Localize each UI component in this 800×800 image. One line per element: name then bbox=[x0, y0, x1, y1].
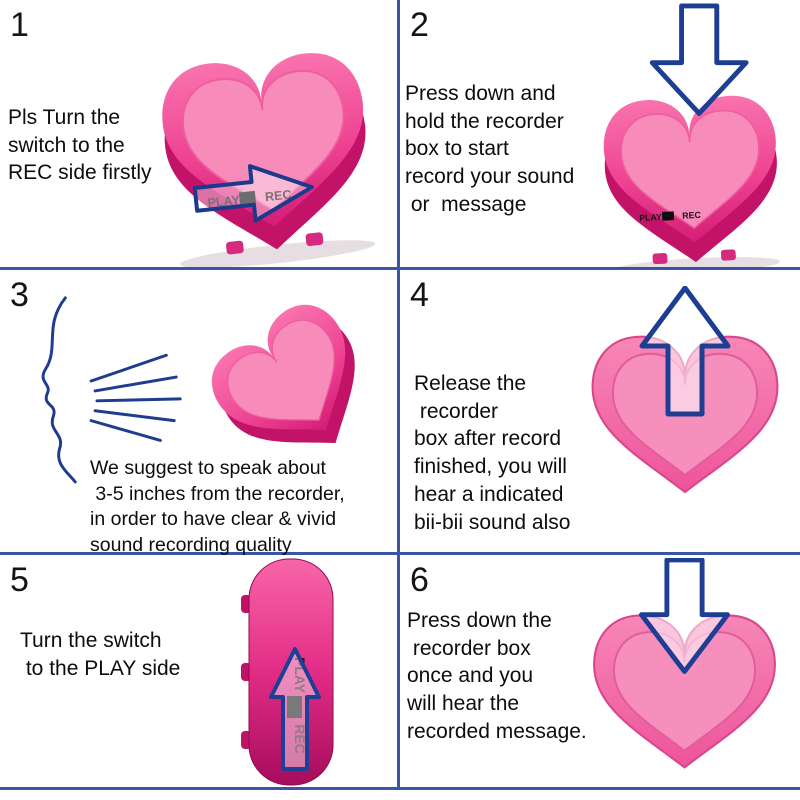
step-panel-3: 3 We suggest to speak about 3-5 inches f… bbox=[0, 270, 400, 556]
step-number: 4 bbox=[410, 276, 429, 314]
step-number: 1 bbox=[10, 6, 29, 44]
play-rec-switch: PLAY REC bbox=[639, 210, 702, 223]
foot bbox=[652, 252, 668, 265]
step-panel-4: 4 Release the recorder box after record … bbox=[400, 270, 800, 555]
foot bbox=[720, 249, 736, 261]
heart-recorder-image bbox=[593, 558, 776, 769]
rec-label: REC bbox=[292, 724, 308, 754]
step-panel-1: 1 Pls Turn the switch to the REC side fi… bbox=[0, 0, 400, 270]
speaking-illustration bbox=[41, 296, 355, 484]
foot bbox=[226, 240, 244, 255]
instruction-text: We suggest to speak about 3-5 inches fro… bbox=[90, 457, 345, 557]
instruction-text: Release the recorder box after record fi… bbox=[414, 372, 571, 534]
step-number: 2 bbox=[410, 6, 429, 44]
heart-recorder-image: PLAY REC bbox=[603, 3, 781, 269]
step-panel-5: 5 Turn the switch to the PLAY side PLAY … bbox=[0, 555, 400, 790]
heart-recorder: PLAY REC bbox=[603, 95, 781, 269]
switch-slider-icon bbox=[287, 696, 302, 718]
heart-recorder bbox=[211, 304, 355, 444]
down-arrow-icon bbox=[639, 558, 730, 674]
instruction-text: Press down the recorder box once and you… bbox=[407, 609, 587, 743]
step-number: 3 bbox=[10, 276, 29, 314]
heart-recorder-image: PLAY REC bbox=[162, 53, 376, 268]
heart-lid bbox=[620, 109, 760, 230]
shadow bbox=[179, 240, 376, 268]
sound-lines-icon bbox=[89, 353, 182, 442]
instruction-text: Pls Turn the switch to the REC side firs… bbox=[8, 106, 152, 185]
heart-lid bbox=[612, 631, 757, 752]
step-number: 6 bbox=[410, 561, 429, 599]
switch-slider-icon bbox=[238, 190, 257, 206]
heart-recorder-image bbox=[591, 286, 779, 494]
heart-recorder: PLAY REC bbox=[162, 53, 376, 268]
down-arrow-icon bbox=[649, 3, 749, 116]
play-label: PLAY bbox=[639, 212, 662, 223]
switch-slider-icon bbox=[661, 211, 675, 221]
foot bbox=[305, 232, 324, 246]
heart-recorder bbox=[593, 614, 776, 769]
step-number: 5 bbox=[10, 561, 29, 599]
right-arrow-icon bbox=[192, 164, 314, 223]
heart-lid bbox=[227, 319, 335, 421]
rec-label: REC bbox=[264, 188, 292, 205]
step-panel-2: 2 Press down and hold the recorder box t… bbox=[400, 0, 800, 270]
up-arrow-icon bbox=[269, 647, 321, 771]
recorder-body bbox=[248, 558, 334, 786]
up-arrow-icon bbox=[639, 286, 731, 417]
face-profile-icon bbox=[41, 296, 77, 484]
recorder-side-image: PLAY REC bbox=[241, 558, 334, 786]
instruction-text: Press down and hold the recorder box to … bbox=[405, 82, 575, 216]
step-panel-6: 6 Press down the recorder box once and y… bbox=[400, 555, 800, 790]
rec-label: REC bbox=[682, 210, 702, 221]
instruction-text: Turn the switch to the PLAY side bbox=[20, 629, 181, 680]
